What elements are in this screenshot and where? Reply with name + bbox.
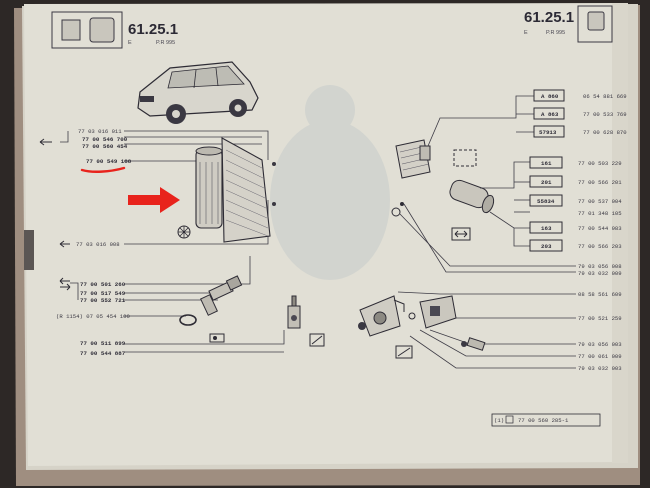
part-77-00-566-201: 77 00 566 201 — [578, 179, 622, 186]
binding-tab — [24, 230, 34, 270]
part-77-00-061-009: 77 00 061 009 — [578, 353, 622, 360]
page-fold — [612, 3, 628, 463]
code-201: 201 — [541, 179, 552, 186]
code-57913: 57913 — [539, 129, 557, 136]
relay-icon-right — [587, 11, 605, 31]
part-77-00-628-870: 77 00 628 870 — [583, 129, 627, 136]
header-left: 61.25.1 E P.R 995 — [51, 11, 178, 49]
part-77-00-511-899: 77 00 511 899 — [80, 340, 126, 347]
fan-icon — [177, 225, 191, 239]
code-a863: A 863 — [541, 111, 559, 118]
page-right-pr: P.R 995 — [546, 30, 565, 36]
temperature-switch — [200, 275, 243, 316]
part-07-05-454-100: (R 1154) 07 05 454 100 — [56, 313, 130, 320]
page-left-pr: P.R 995 — [156, 40, 175, 46]
part-77-00-503-229: 77 00 503 229 — [578, 160, 622, 167]
footer-ref-mark: (1) — [494, 417, 504, 424]
page-left-e: E — [128, 40, 132, 46]
blower-icon — [89, 17, 115, 43]
tool-icon — [395, 345, 413, 359]
dashed-outline — [453, 149, 477, 167]
manual-icon — [505, 415, 514, 424]
part-77-01-348-105: 77 01 348 105 — [578, 210, 622, 217]
screwdriver-icon — [309, 333, 325, 347]
double-arrow-icon — [59, 277, 71, 291]
part-77-00-544-983: 77 00 544 983 — [578, 225, 622, 232]
blower-motor-right — [449, 179, 495, 214]
part-77-00-560-454: 77 00 560 454 — [82, 143, 128, 150]
part-77-00-521-259: 77 00 521 259 — [578, 315, 622, 322]
code-203: 203 — [541, 243, 552, 250]
left-diagram — [39, 130, 325, 353]
part-79-03-032-009: 79 03 032 009 — [578, 270, 622, 277]
part-08-58-561-609: 08 58 561 609 — [578, 291, 622, 298]
footer-reference: (1) 77 00 560 285-1 — [491, 413, 601, 427]
part-79-03-056-003: 79 03 056 003 — [578, 341, 622, 348]
part-77-00-546-700: 77 00 546 700 — [82, 136, 128, 143]
red-arrow-annotation — [128, 187, 180, 213]
part-77-00-501-260: 77 00 501 260 — [80, 281, 126, 288]
part-77-00-566-203: 77 00 566 203 — [578, 243, 622, 250]
motor-bracket — [358, 295, 405, 337]
part-77-00-533-769: 77 00 533 769 — [583, 111, 627, 118]
washer — [179, 314, 197, 326]
code-a860: A 860 — [541, 93, 559, 100]
page-number-left: 61.25.1 — [128, 21, 178, 38]
swap-icon — [451, 227, 471, 241]
part-77-00-537-004: 77 00 537 004 — [578, 198, 622, 205]
part-77-03-016-008: 77 03 016 008 — [76, 241, 120, 248]
part-77-00-544-887: 77 00 544 887 — [80, 350, 126, 357]
part-79-03-032-003: 79 03 032 003 — [578, 365, 622, 372]
code-55834: 55834 — [537, 198, 555, 205]
bolt — [461, 337, 486, 351]
car-illustration — [137, 61, 259, 124]
part-77-03-016-011: 77 03 016 011 — [78, 128, 122, 135]
left-arrow-icon-2 — [59, 240, 70, 248]
page-number-right: 61.25.1 — [524, 9, 574, 26]
part-77-00-517-549: 77 00 517 549 — [80, 290, 126, 297]
code-161: 161 — [541, 160, 552, 167]
relay-icon — [61, 19, 81, 41]
sensor-icon — [209, 333, 225, 343]
relay-block — [395, 139, 431, 179]
small-switch — [287, 295, 301, 329]
red-underline — [80, 166, 126, 173]
header-right: 61.25.1 E P.R 995 — [524, 5, 613, 43]
clip-part — [408, 295, 457, 329]
footer-part-number: 77 00 560 285-1 — [518, 417, 569, 424]
part-77-00-552-721: 77 00 552 721 — [80, 297, 126, 304]
right-diagram — [358, 95, 576, 369]
part-06-54-881-669: 06 54 881 669 — [583, 93, 627, 100]
left-arrow-icon — [39, 138, 52, 146]
right-code-boxes — [529, 89, 565, 252]
code-163: 163 — [541, 225, 552, 232]
page-right-e: E — [524, 30, 528, 36]
part-77-00-549-188: 77 00 549 188 — [86, 158, 132, 165]
part-79-03-056-008: 79 03 056 008 — [578, 263, 622, 270]
watermark-figure — [270, 85, 390, 280]
